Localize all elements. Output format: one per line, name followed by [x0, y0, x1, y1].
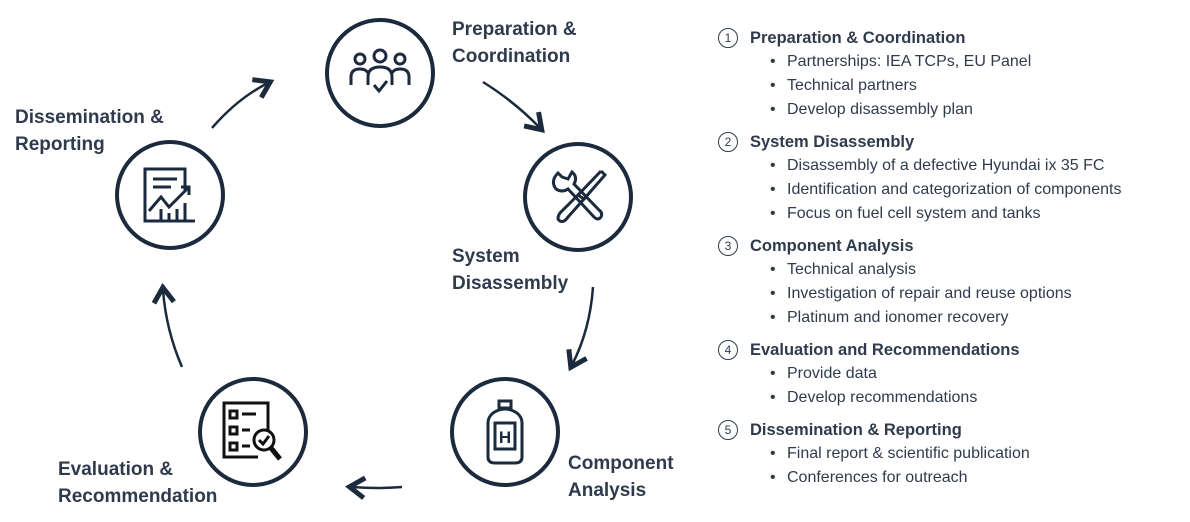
step-1: 1 Preparation & Coordination • Partnerships… — [718, 26, 1188, 122]
people-check-icon — [349, 48, 411, 94]
list-item: • Final report & scientific publication — [718, 442, 1188, 466]
list-item-text: Conferences for outreach — [787, 469, 968, 486]
step-title: Dissemination & Reporting — [750, 420, 962, 439]
list-item: • Technical partners — [718, 74, 1188, 98]
list-item: • Investigation of repair and reuse optio… — [718, 282, 1188, 306]
step-title: System Disassembly — [750, 132, 915, 151]
step-title: Preparation & Coordination — [750, 28, 966, 47]
arrow-2-to-3 — [566, 286, 595, 372]
list-item-text: Develop disassembly plan — [787, 101, 973, 118]
list-item-text: Focus on fuel cell system and tanks — [787, 205, 1041, 222]
bullet-icon: • — [770, 53, 776, 70]
step-number-badge: 1 — [718, 28, 738, 48]
label-preparation: Preparation &Coordination — [452, 19, 577, 67]
step-heading: 1 Preparation & Coordination — [718, 26, 1188, 50]
cycle-arrows — [151, 77, 595, 500]
list-item-text: Technical partners — [787, 77, 917, 94]
step-5: 5 Dissemination & Reporting • Final report … — [718, 418, 1188, 490]
report-chart-icon — [143, 167, 195, 223]
step-number-badge: 2 — [718, 132, 738, 152]
list-item: • Technical analysis — [718, 258, 1188, 282]
bullet-icon: • — [770, 77, 776, 94]
bullet-icon: • — [770, 389, 776, 406]
bullet-icon: • — [770, 181, 776, 198]
list-item-text: Investigation of repair and reuse option… — [787, 285, 1072, 302]
bullet-icon: • — [770, 445, 776, 462]
step-title: Component Analysis — [750, 236, 914, 255]
list-item-text: Technical analysis — [787, 261, 916, 278]
arrow-3-to-4 — [345, 475, 403, 500]
list-item: • Focus on fuel cell system and tanks — [718, 202, 1188, 226]
step-heading: 4 Evaluation and Recommendations — [718, 338, 1188, 362]
list-item: • Provide data — [718, 362, 1188, 386]
list-item: • Conferences for outreach — [718, 466, 1188, 490]
step-title: Evaluation and Recommendations — [750, 340, 1020, 359]
list-item: • Partnerships: IEA TCPs, EU Panel — [718, 50, 1188, 74]
list-item: • Identification and categorization of co… — [718, 178, 1188, 202]
arrow-4-to-5 — [151, 283, 184, 368]
list-item-text: Identification and categorization of com… — [787, 181, 1122, 198]
list-item-text: Develop recommendations — [787, 389, 978, 406]
bullet-icon: • — [770, 101, 776, 118]
list-item-text: Final report & scientific publication — [787, 445, 1030, 462]
bullet-icon: • — [770, 205, 776, 222]
bullet-icon: • — [770, 309, 776, 326]
hydrogen-tank-icon: H — [486, 399, 524, 465]
steps-list: 1 Preparation & Coordination • Partnerships… — [718, 26, 1188, 498]
arrow-1-to-2 — [482, 80, 545, 134]
step-heading: 5 Dissemination & Reporting — [718, 418, 1188, 442]
arrow-5-to-1 — [211, 77, 275, 129]
step-heading: 3 Component Analysis — [718, 234, 1188, 258]
step-number-badge: 4 — [718, 340, 738, 360]
list-item-text: Platinum and ionomer recovery — [787, 309, 1009, 326]
list-item: • Develop recommendations — [718, 386, 1188, 410]
step-node-evaluation — [198, 377, 308, 487]
bullet-icon: • — [770, 365, 776, 382]
step-4: 4 Evaluation and Recommendations • Provide … — [718, 338, 1188, 410]
label-dissemination: Dissemination &Reporting — [15, 107, 164, 155]
step-node-disassembly — [523, 142, 633, 252]
step-heading: 2 System Disassembly — [718, 130, 1188, 154]
list-item-text: Partnerships: IEA TCPs, EU Panel — [787, 53, 1032, 70]
bullet-icon: • — [770, 285, 776, 302]
list-item: • Platinum and ionomer recovery — [718, 306, 1188, 330]
step-node-component-analysis: H — [450, 377, 560, 487]
list-item-text: Provide data — [787, 365, 877, 382]
label-evaluation: Evaluation &Recommendation — [58, 459, 218, 507]
step-number-badge: 3 — [718, 236, 738, 256]
wrench-screwdriver-icon — [551, 169, 608, 223]
bullet-icon: • — [770, 261, 776, 278]
step-node-preparation — [325, 18, 435, 128]
svg-text:H: H — [499, 428, 511, 447]
list-item: • Disassembly of a defective Hyundai ix 3… — [718, 154, 1188, 178]
step-node-dissemination — [115, 140, 225, 250]
checklist-magnifier-icon — [222, 401, 282, 461]
list-item: • Develop disassembly plan — [718, 98, 1188, 122]
step-3: 3 Component Analysis • Technical analysis • I… — [718, 234, 1188, 330]
bullet-icon: • — [770, 157, 776, 174]
bullet-icon: • — [770, 469, 776, 486]
step-number-badge: 5 — [718, 420, 738, 440]
step-2: 2 System Disassembly • Disassembly of a def… — [718, 130, 1188, 226]
list-item-text: Disassembly of a defective Hyundai ix 35… — [787, 157, 1105, 174]
